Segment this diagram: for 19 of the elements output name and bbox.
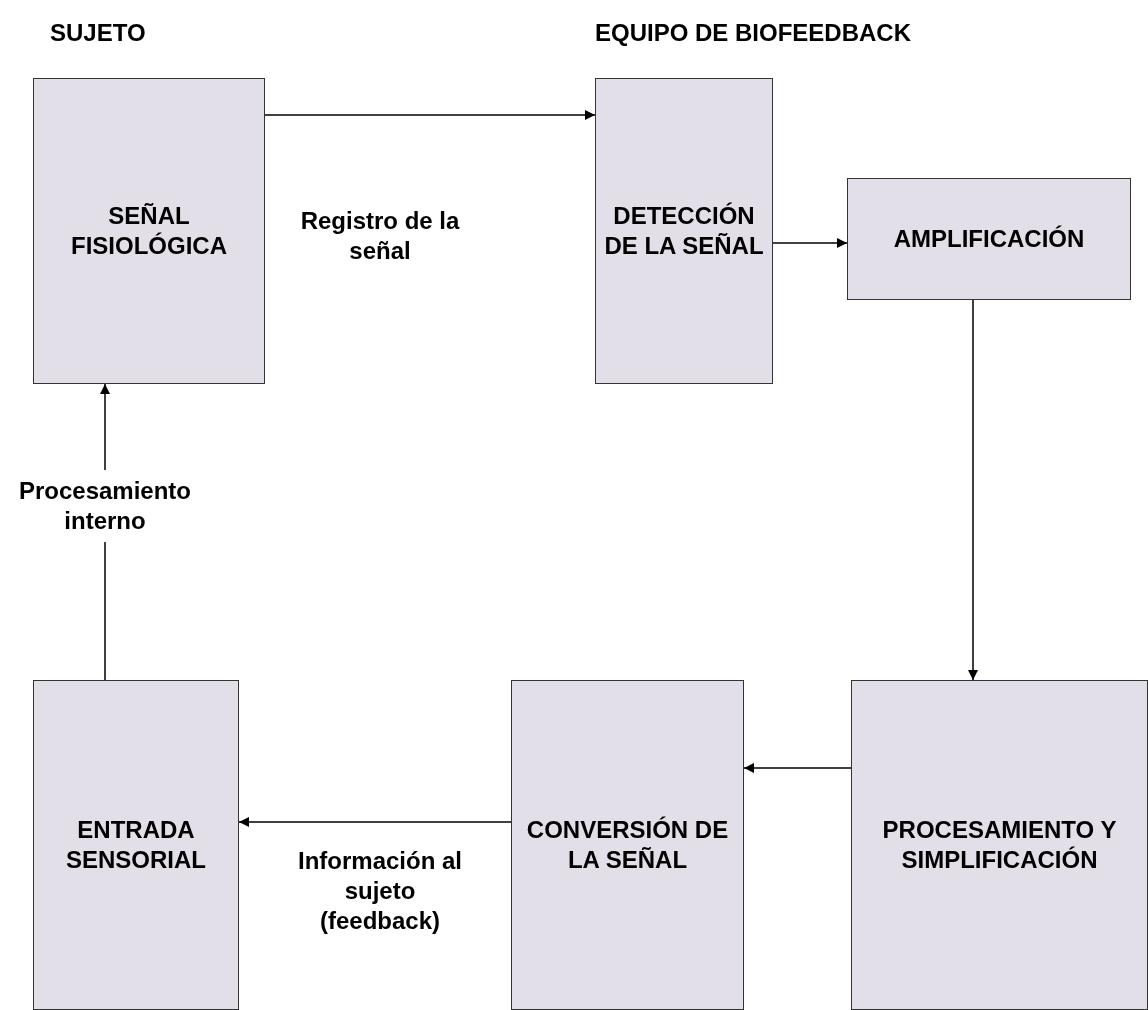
arrow bbox=[743, 763, 852, 773]
box-label: AMPLIFICACIÓN bbox=[893, 224, 1085, 254]
box-label: DETECCIÓN DE LA SEÑAL bbox=[603, 201, 765, 261]
box-label: PROCESAMIENTO Y SIMPLIFICACIÓN bbox=[881, 815, 1118, 875]
column-heading: SUJETO bbox=[50, 18, 146, 48]
process-box bbox=[847, 178, 1131, 300]
process-box bbox=[33, 680, 239, 1010]
process-box bbox=[595, 78, 773, 384]
box-label: CONVERSIÓN DE LA SEÑAL bbox=[525, 815, 730, 875]
process-box bbox=[851, 680, 1148, 1010]
process-box bbox=[33, 78, 265, 384]
arrow bbox=[238, 817, 512, 827]
box-label: ENTRADA SENSORIAL bbox=[65, 815, 207, 875]
arrow bbox=[968, 299, 978, 681]
box-label: SEÑAL FISIOLÓGICA bbox=[70, 201, 228, 261]
process-box bbox=[511, 680, 744, 1010]
arrow bbox=[264, 110, 596, 120]
arrow bbox=[772, 238, 848, 248]
column-heading: EQUIPO DE BIOFEEDBACK bbox=[595, 18, 912, 48]
